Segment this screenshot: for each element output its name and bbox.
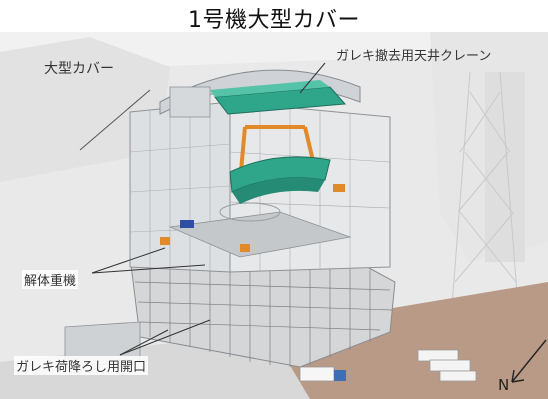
crane-girder [214, 86, 347, 115]
unit1-cover-illustration [0, 32, 548, 399]
label-demolition-machine: 解体重機 [22, 270, 79, 289]
crane-bowl-lower [232, 177, 325, 204]
label-large-cover: 大型カバー [44, 61, 114, 77]
roof-left-block [169, 86, 211, 118]
north-label: N [498, 376, 510, 394]
orange-machines [160, 184, 345, 252]
truck [299, 366, 346, 382]
reactor-well [219, 202, 281, 222]
blue-equipment [180, 220, 194, 228]
label-rubble-unloading-opening: ガレキ荷降ろし用開口 [14, 356, 149, 375]
label-rubble-crane: ガレキ撤去用天井クレーン [336, 49, 492, 64]
background-stack [485, 72, 525, 262]
operating-floor [168, 211, 352, 258]
diagram-title: 1号機大型カバー [188, 8, 360, 33]
containers [417, 349, 477, 382]
